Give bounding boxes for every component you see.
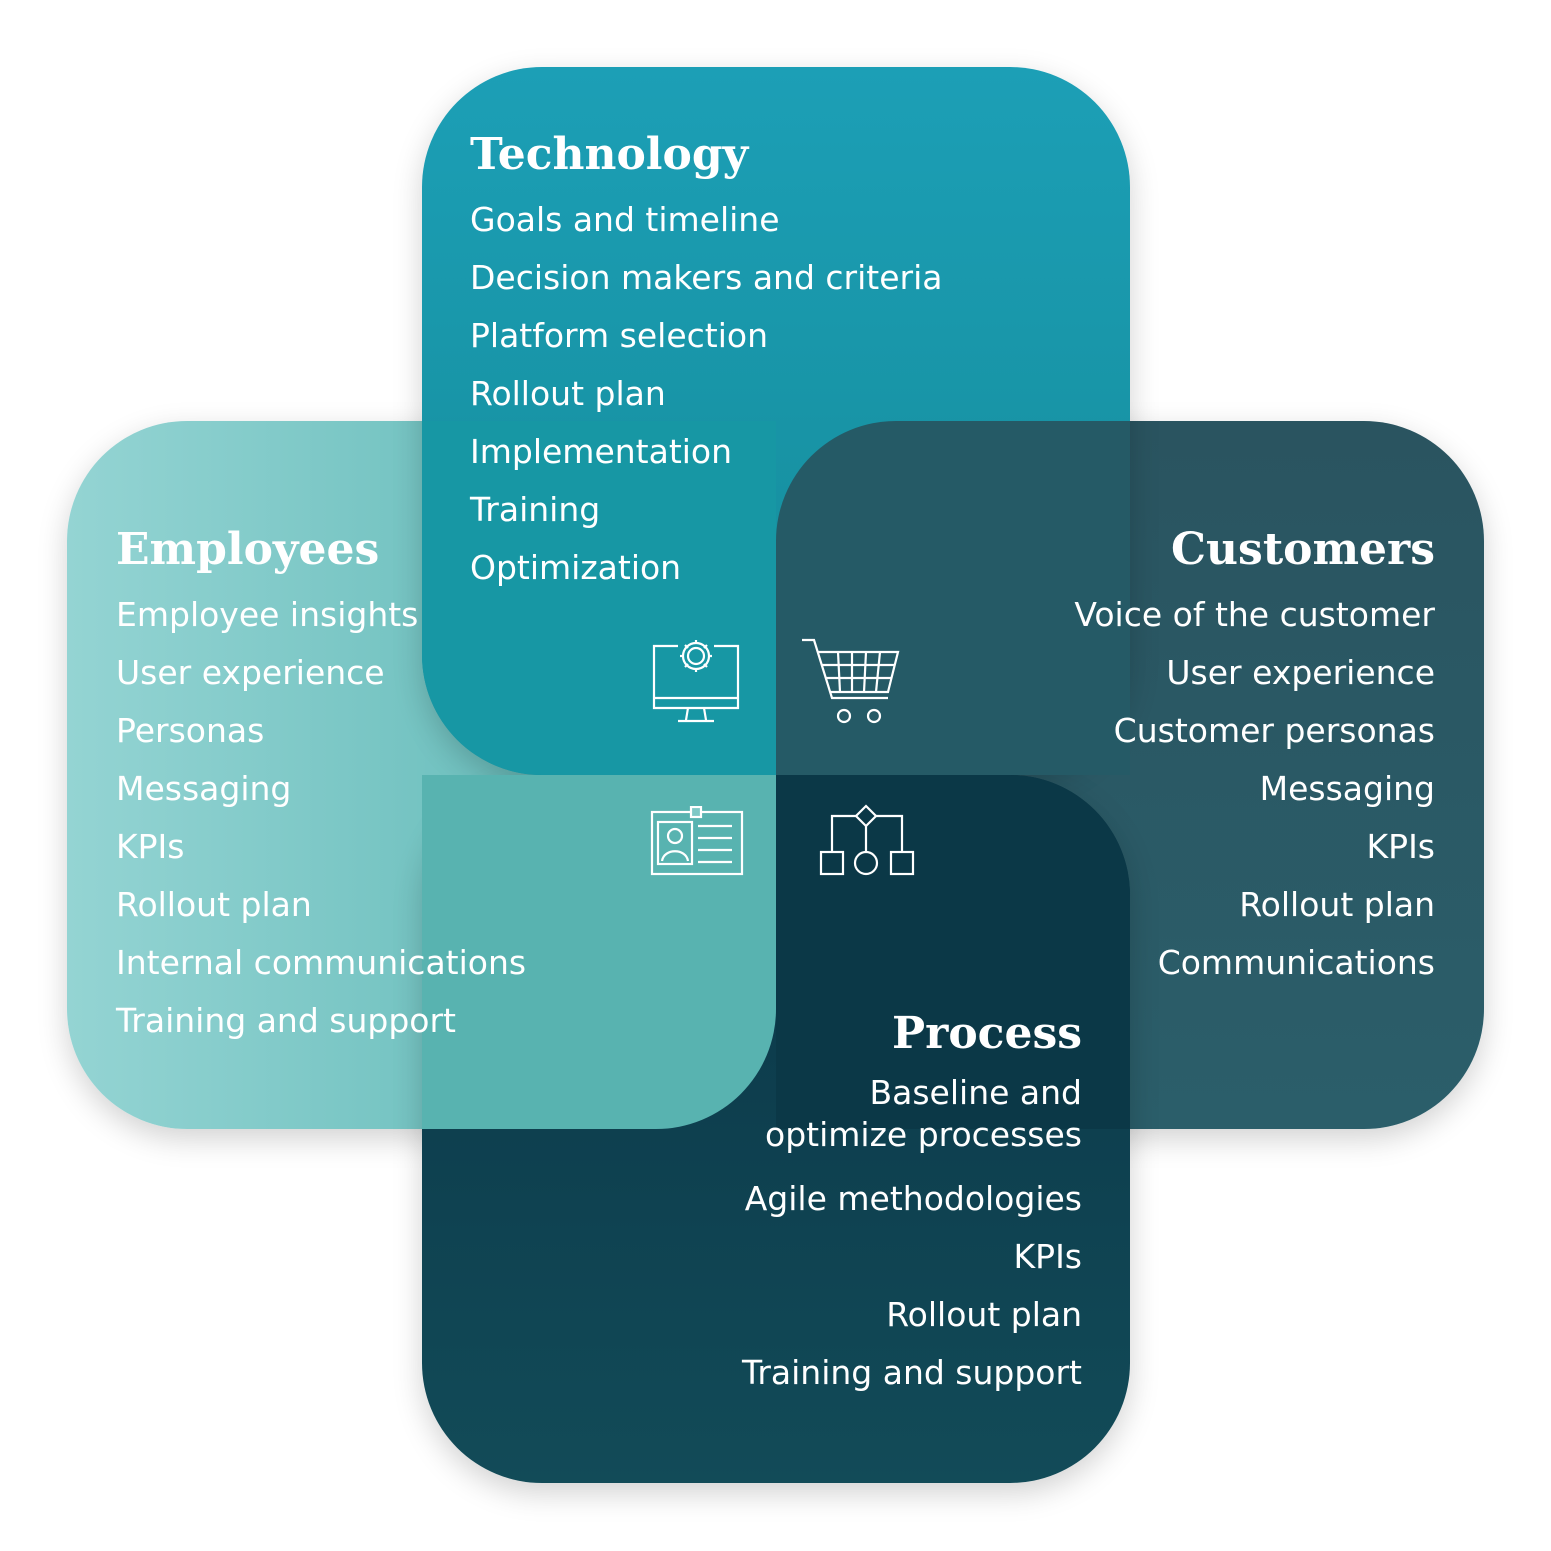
technology-item: Implementation [470,432,733,471]
overlap-employees-process [422,775,776,1129]
technology-item: Platform selection [470,316,768,355]
employees-item: User experience [116,653,385,692]
customers-item: Voice of the customer [1074,595,1435,634]
computer-gear-icon [652,640,740,723]
technology-item: Rollout plan [470,374,666,413]
employees-item: Training and support [116,1001,456,1040]
employees-block: Employees Employee insights User experie… [116,528,526,1050]
customers-item: User experience [1166,653,1435,692]
customers-block: Customers Voice of the customer User exp… [1074,528,1435,992]
process-item: KPIs [1013,1237,1082,1276]
employees-item: Rollout plan [116,885,312,924]
flowchart-icon [819,804,915,876]
process-item: Training and support [742,1353,1082,1392]
technology-item: Decision makers and criteria [470,258,943,297]
employees-item: KPIs [116,827,185,866]
process-title: Process [892,1008,1082,1059]
customers-title: Customers [1171,524,1435,575]
customers-list: Voice of the customer User experience Cu… [1074,586,1435,992]
process-item: Rollout plan [886,1295,1082,1334]
technology-block: Technology Goals and timeline Decision m… [470,133,943,597]
customers-item: Rollout plan [1239,885,1435,924]
overlap-customers-process [776,775,1130,1129]
employees-item: Personas [116,711,265,750]
process-block: Process Baseline and optimize processes … [742,1012,1082,1402]
employees-list: Employee insights User experience Person… [116,586,526,1050]
process-item: Baseline and optimize processes [765,1073,1082,1154]
process-item: Agile methodologies [744,1179,1082,1218]
customers-item: Messaging [1259,769,1435,808]
employees-title: Employees [116,524,380,575]
employees-item: Messaging [116,769,292,808]
employees-item: Internal communications [116,943,527,982]
technology-item: Goals and timeline [470,200,780,239]
employees-item: Employee insights [116,595,419,634]
technology-title: Technology [470,129,749,180]
id-badge-icon [650,806,744,876]
overlap-technology-employees [422,421,776,775]
customers-item: KPIs [1366,827,1435,866]
customers-item: Customer personas [1113,711,1435,750]
technology-item: Optimization [470,548,682,587]
technology-item: Training [470,490,601,529]
technology-list: Goals and timeline Decision makers and c… [470,191,943,597]
process-list: Baseline and optimize processes Agile me… [742,1070,1082,1402]
shopping-cart-icon [802,638,900,724]
overlap-technology-customers [776,421,1130,775]
customers-item: Communications [1157,943,1435,982]
